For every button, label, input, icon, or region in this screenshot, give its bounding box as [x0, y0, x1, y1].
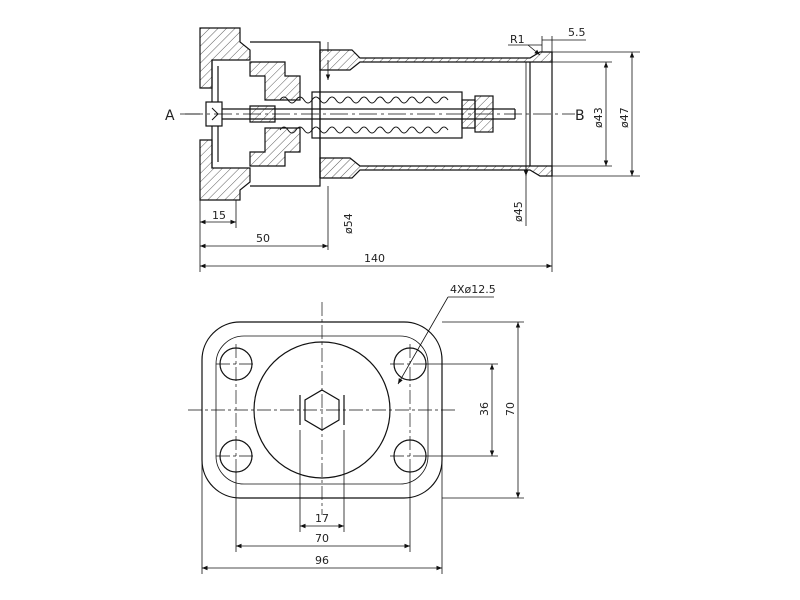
dim-inner-diameter: ø43	[592, 107, 605, 128]
plug-section-center	[249, 105, 276, 123]
plan-dimensions	[201, 296, 524, 574]
dim-radius: R1	[510, 33, 525, 46]
tube-wall-top	[319, 49, 553, 71]
dim-tube-diameter: ø45	[512, 201, 525, 222]
flange-section-bottom	[199, 139, 251, 201]
section-dimensions	[199, 36, 640, 272]
dim-overall-width: 96	[315, 554, 329, 567]
dim-body-length: 50	[256, 232, 270, 245]
dim-outer-diameter: ø47	[618, 107, 631, 128]
housing-section-bottom	[249, 127, 301, 167]
section-label-b: B	[575, 108, 585, 124]
dim-total-length: 140	[364, 252, 385, 265]
dim-flange-diameter: ø54	[342, 213, 355, 234]
section-view	[185, 27, 575, 201]
housing-section-top	[249, 61, 301, 101]
spring-coils	[279, 96, 449, 134]
flange-section-top	[199, 27, 251, 89]
section-label-a: A	[165, 108, 175, 124]
dim-overall-height: 70	[504, 402, 517, 416]
dim-hole-spacing-horizontal: 70	[315, 532, 329, 545]
dim-flange-length: 15	[212, 209, 226, 222]
plan-view	[188, 302, 456, 515]
dim-chamfer: 5.5	[568, 26, 586, 39]
dim-hex-width: 17	[315, 512, 329, 525]
tube-wall-bottom	[319, 157, 553, 179]
dim-hole-callout: 4Xø12.5	[450, 283, 496, 296]
dim-hole-spacing-vertical: 36	[478, 402, 491, 416]
